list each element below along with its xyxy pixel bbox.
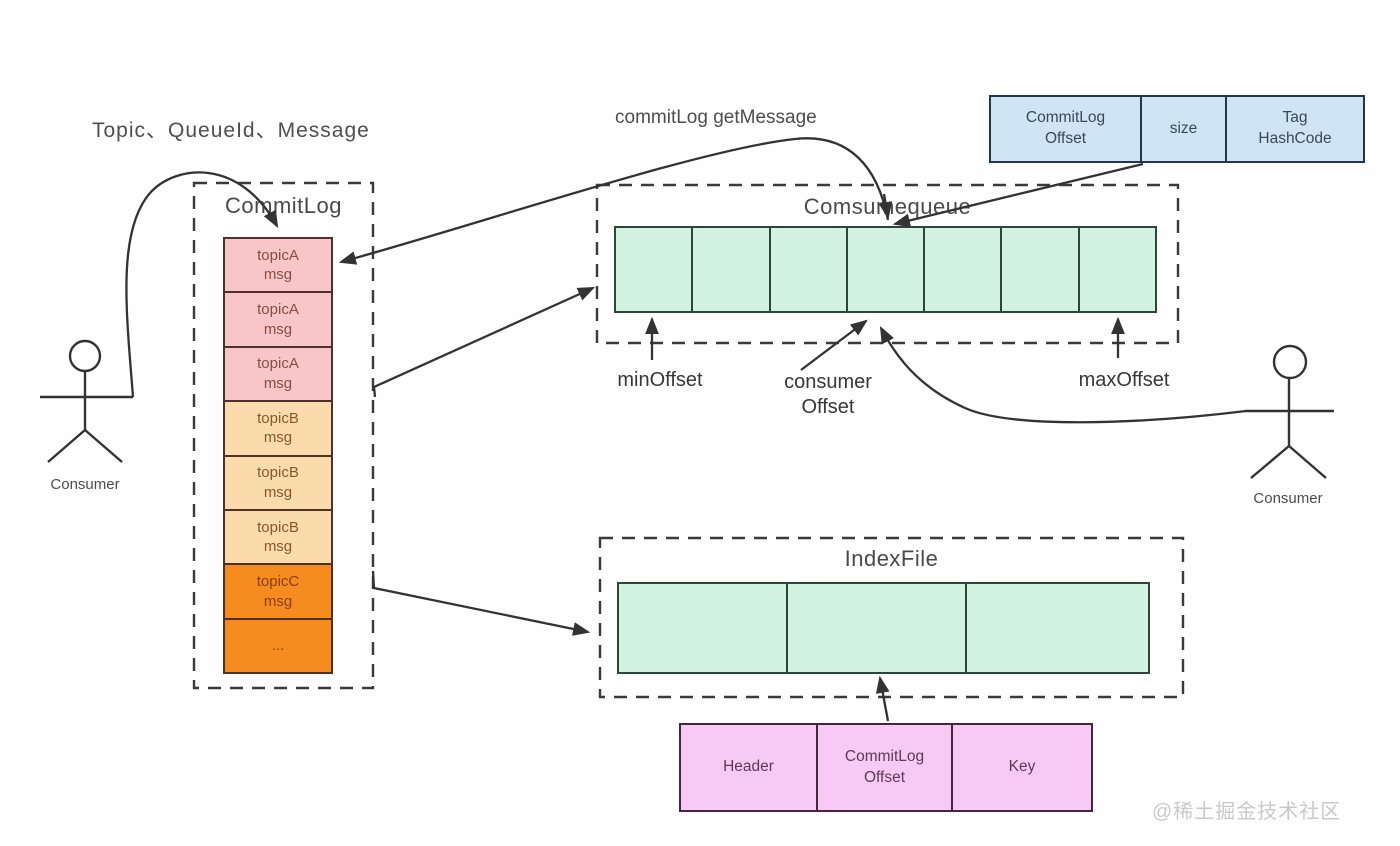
consumer-right-leg (1250, 445, 1290, 479)
consumer-right-label: Consumer (1253, 490, 1323, 507)
consumequeue-slot (923, 226, 1003, 313)
consumequeue-title: Comsumequeue (803, 194, 972, 219)
consumequeue-slot (845, 226, 926, 313)
consumer-left-leg (84, 429, 123, 463)
commitlog-cell: topicA msg (223, 291, 333, 348)
cq-entry-size: size (1140, 95, 1227, 163)
indexfile-title: IndexFile (844, 546, 939, 571)
arrow-commitlog-to-indexfile (371, 570, 591, 636)
min-offset-label: minOffset (617, 369, 703, 391)
indexfile-slot (617, 582, 788, 674)
commitlog-getmessage-label: commitLog getMessage (615, 107, 817, 128)
consumequeue-slot (1077, 226, 1158, 313)
commitlog-cell: ... (223, 617, 333, 675)
consumequeue-slot (614, 226, 694, 313)
consumer-left-label: Consumer (50, 476, 120, 493)
commitlog-cell: topicB msg (223, 508, 333, 566)
indexfile-slot (786, 582, 967, 674)
topic-queueid-message-label: Topic、QueueId、Message (92, 119, 370, 142)
consumer-left-figure (40, 339, 133, 463)
consumer-offset-label: consumer Offset (784, 371, 872, 418)
consumequeue-entry-table: CommitLog Offset size Tag HashCode (989, 95, 1365, 163)
consumequeue-slot (1000, 226, 1080, 313)
commitlog-cell: topicC msg (223, 563, 333, 620)
consumer-right-figure (1245, 344, 1334, 479)
cq-entry-commitlog-offset: CommitLog Offset (989, 95, 1142, 163)
consumer-right-leg (1288, 445, 1327, 479)
watermark: @稀土掘金技术社区 (1152, 801, 1342, 823)
arrow-index-entry-to-slot (875, 675, 890, 722)
consumequeue-slot-row (614, 226, 1158, 313)
ix-entry-commitlog-offset: CommitLog Offset (816, 723, 953, 812)
consumequeue-slot (768, 226, 848, 313)
commitlog-title: CommitLog (225, 193, 342, 218)
consumer-right-head (1272, 344, 1308, 380)
indexfile-slot-row (617, 582, 1150, 674)
consumer-left-head (68, 339, 102, 373)
arrow-consumer-offset (800, 319, 868, 371)
ix-entry-key: Key (951, 723, 1093, 812)
commitlog-cell: topicB msg (223, 454, 333, 511)
consumequeue-slot (691, 226, 771, 313)
commitlog-cell: topicA msg (223, 237, 333, 294)
indexfile-entry-table: Header CommitLog Offset Key (679, 723, 1093, 812)
ix-entry-header: Header (679, 723, 818, 812)
commitlog-cell-column: topicA msg topicA msg topicA msg topicB … (223, 237, 333, 675)
arrow-commitlog-to-consumequeue (372, 286, 596, 398)
consumer-left-leg (47, 429, 86, 463)
commitlog-cell: topicB msg (223, 400, 333, 457)
max-offset-label: maxOffset (1078, 369, 1170, 391)
cq-entry-tag-hashcode: Tag HashCode (1225, 95, 1365, 163)
indexfile-slot (965, 582, 1150, 674)
commitlog-cell: topicA msg (223, 345, 333, 403)
